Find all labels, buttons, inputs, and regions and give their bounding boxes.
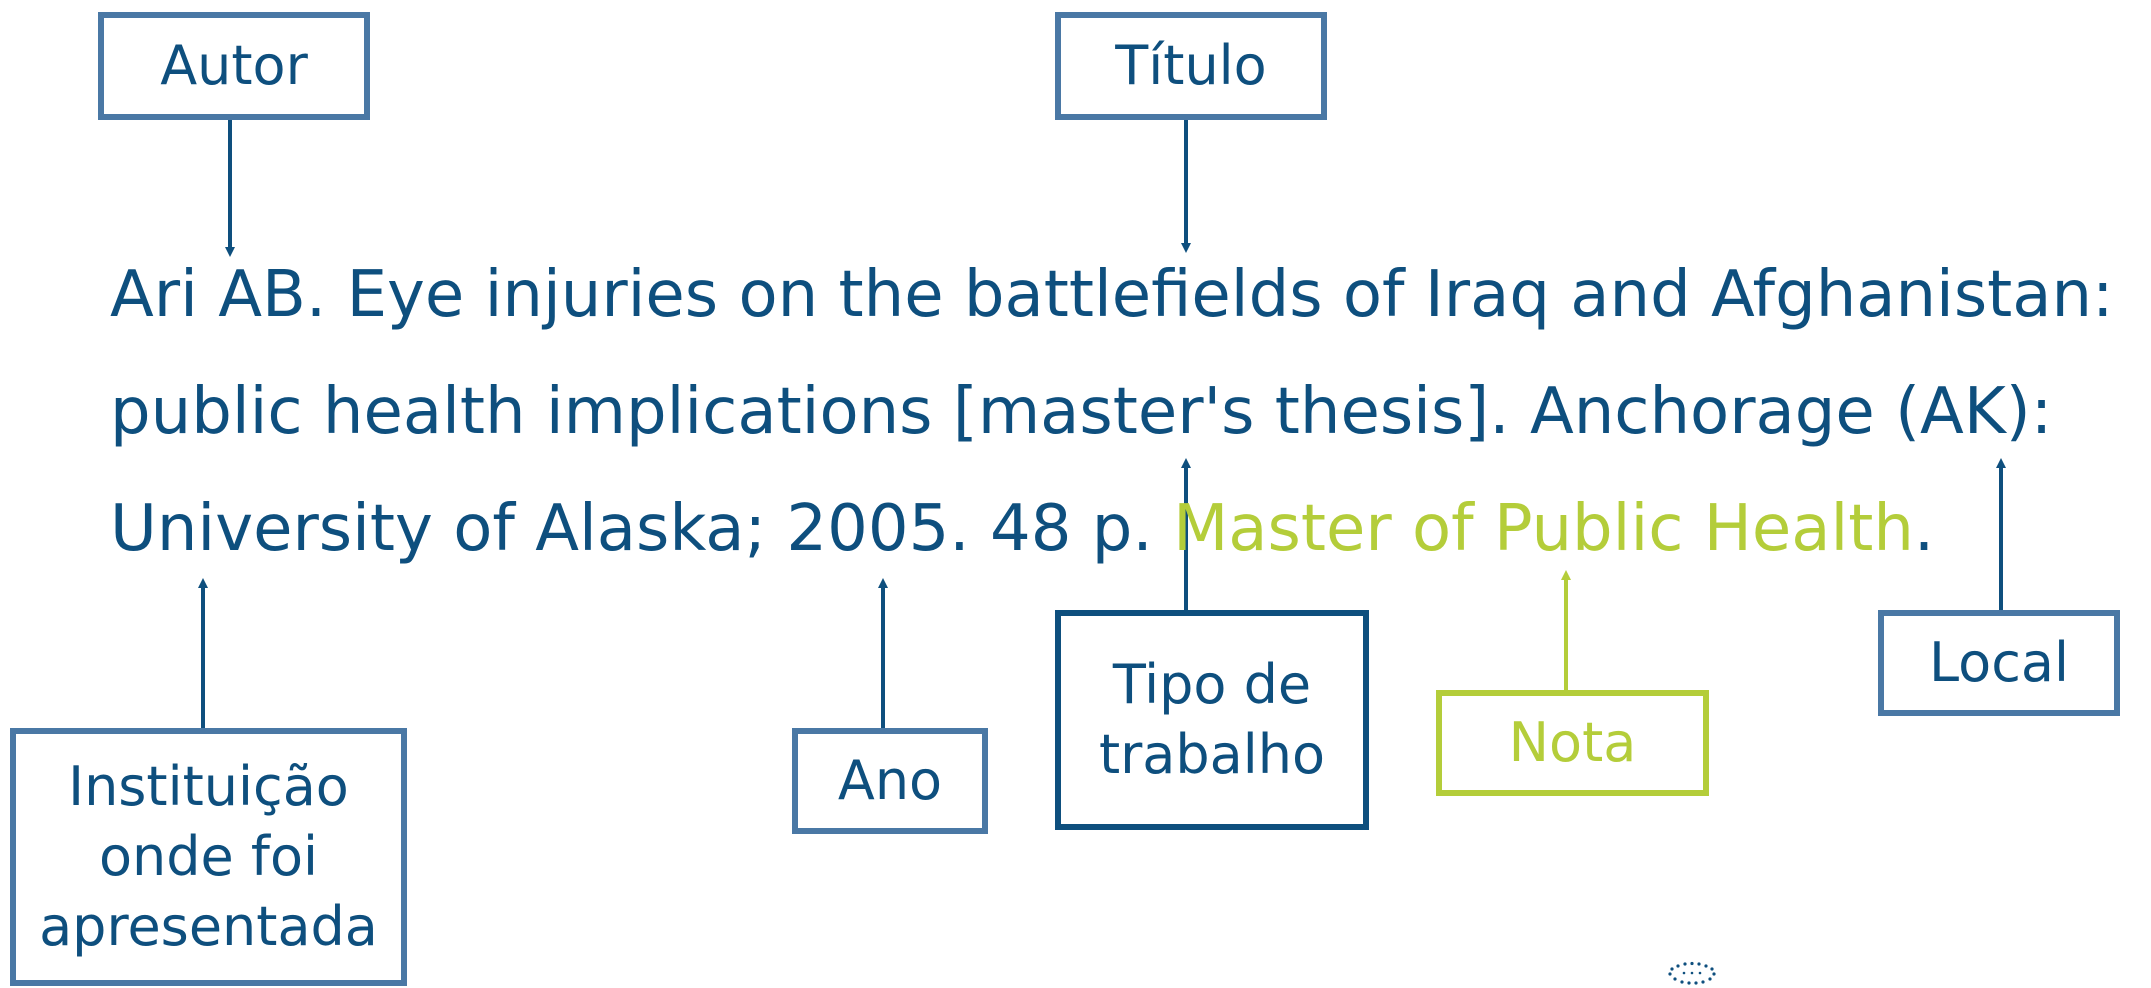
citation-line-3: University of Alaska; 2005. 48 p. Master… [110, 497, 1934, 561]
label-nota: Nota [1508, 710, 1637, 774]
citation-institution-year-pages: University of Alaska; 2005. 48 p. [110, 492, 1174, 566]
label-box-autor: Autor [98, 12, 370, 120]
citation-line-2: public health implications [master's the… [110, 375, 2053, 449]
label-autor: Autor [160, 33, 308, 97]
label-tipo-de-trabalho: Tipo de trabalho [1098, 652, 1326, 786]
label-ano: Ano [837, 748, 943, 812]
label-box-instituicao: Instituição onde foi apresentada [10, 728, 407, 986]
citation-line-1: Ari AB. Eye injuries on the battlefields… [110, 258, 2114, 332]
label-box-tipo-de-trabalho: Tipo de trabalho [1055, 610, 1369, 830]
label-local: Local [1929, 630, 2069, 694]
label-titulo: Título [1115, 33, 1267, 97]
citation-end-period: . [1913, 492, 1935, 566]
label-instituicao: Instituição onde foi apresentada [39, 754, 378, 959]
citation-note: Master of Public Health [1173, 492, 1914, 566]
dotted-ring-logo-icon [1668, 961, 1716, 985]
label-box-nota: Nota [1436, 690, 1709, 796]
label-box-ano: Ano [792, 728, 988, 834]
label-box-titulo: Título [1055, 12, 1327, 120]
label-box-local: Local [1878, 610, 2120, 716]
